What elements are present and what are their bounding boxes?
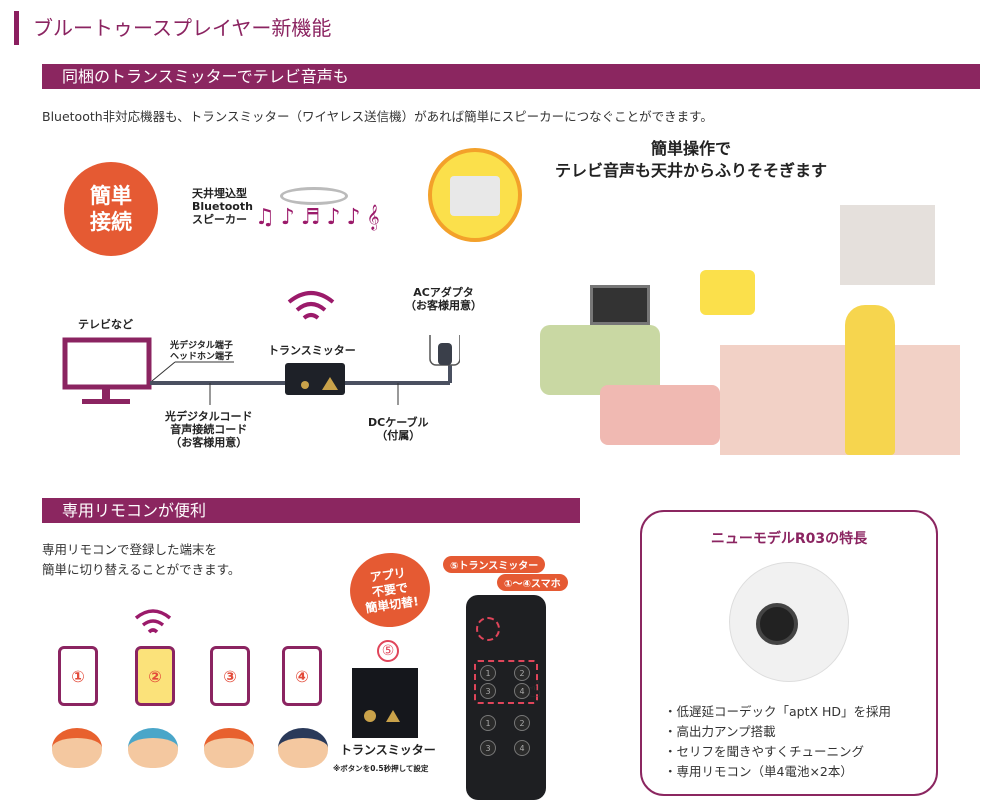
- user-face-2: [128, 728, 178, 768]
- remote-button-4[interactable]: 4: [514, 683, 530, 699]
- remote-button-1[interactable]: 1: [480, 665, 496, 681]
- pairing-button-3[interactable]: 3: [480, 740, 496, 756]
- feature-item: ・専用リモコン（単4電池×2本）: [664, 764, 853, 779]
- section-heading-remote: 専用リモコンが便利: [42, 498, 580, 523]
- transmitter-photo: [352, 668, 418, 738]
- transmitter-number: ⑤: [377, 640, 399, 662]
- phone-4: ④: [282, 646, 322, 706]
- phone-1: ①: [58, 646, 98, 706]
- no-app-badge: アプリ不要で簡単切替!: [345, 547, 435, 633]
- remote-control: 1 2 3 4 1 2 3 4: [466, 595, 546, 800]
- illustration-caption: 簡単操作でテレビ音声も天井からふりそそぎます: [555, 139, 828, 180]
- optical-cord-label: 光デジタルコード音声接続コード（お客様用意）: [165, 410, 253, 449]
- callout-transmitter: ⑤トランスミッター: [443, 556, 546, 573]
- speaker-zoom-circle: [428, 148, 522, 242]
- feature-item: ・高出力アンプ搭載: [664, 724, 776, 739]
- features-panel: ニューモデルR03の特長 ・低遅延コーデック「aptX HD」を採用 ・高出力ア…: [640, 510, 938, 796]
- tv-label: テレビなど: [78, 318, 133, 331]
- music-notes-icon: ♫♪♬♪♪𝄞: [255, 205, 386, 230]
- panel-title: ニューモデルR03の特長: [710, 531, 868, 547]
- transmitter-caption: トランスミッター: [340, 743, 436, 757]
- user-face-4: [278, 728, 328, 768]
- easy-connect-badge: 簡単接続: [64, 162, 158, 256]
- remote-button-3[interactable]: 3: [480, 683, 496, 699]
- section-heading-transmitter: 同梱のトランスミッターでテレビ音声も: [42, 64, 980, 89]
- feature-item: ・低遅延コーデック「aptX HD」を採用: [664, 704, 892, 719]
- transmitter-label: トランスミッター: [268, 344, 356, 357]
- connection-diagram: [62, 335, 460, 405]
- section-description: Bluetooth非対応機器も、トランスミッター（ワイヤレス送信機）があれば簡単…: [42, 109, 713, 124]
- living-room-illustration: [530, 205, 980, 465]
- pairing-button-1[interactable]: 1: [480, 715, 496, 731]
- dc-cable-label: DCケーブル（付属）: [368, 416, 429, 442]
- ac-adapter-label: ACアダプタ（お客様用意）: [405, 286, 482, 312]
- pointing-hand-icon: ☝: [528, 678, 542, 703]
- feature-list: ・低遅延コーデック「aptX HD」を採用 ・高出力アンプ搭載 ・セリフを聞きや…: [664, 702, 936, 782]
- ceiling-speaker-icon: [280, 187, 348, 205]
- title-accent-bar: [14, 11, 19, 45]
- r03-speaker-photo: [729, 562, 849, 682]
- user-face-1: [52, 728, 102, 768]
- phone-2: ②: [135, 646, 175, 706]
- wireless-signal-icon: [287, 291, 335, 320]
- transmitter-note: ※ボタンを0.5秒押して設定: [333, 764, 429, 773]
- page-title: ブルートゥースプレイヤー新機能: [33, 16, 332, 40]
- pairing-button-4[interactable]: 4: [514, 740, 530, 756]
- feature-item: ・セリフを聞きやすくチューニング: [664, 744, 865, 759]
- wireless-signal-icon: [134, 609, 172, 634]
- remote-description: 専用リモコンで登録した端末を簡単に切り替えることができます。: [42, 542, 241, 577]
- user-face-3: [204, 728, 254, 768]
- port-label: 光デジタル端子ヘッドホン端子: [170, 341, 234, 362]
- callout-smartphones: ①～④スマホ: [497, 574, 568, 591]
- pairing-button-2[interactable]: 2: [514, 715, 530, 731]
- remote-button-2[interactable]: 2: [514, 665, 530, 681]
- phone-3: ③: [210, 646, 250, 706]
